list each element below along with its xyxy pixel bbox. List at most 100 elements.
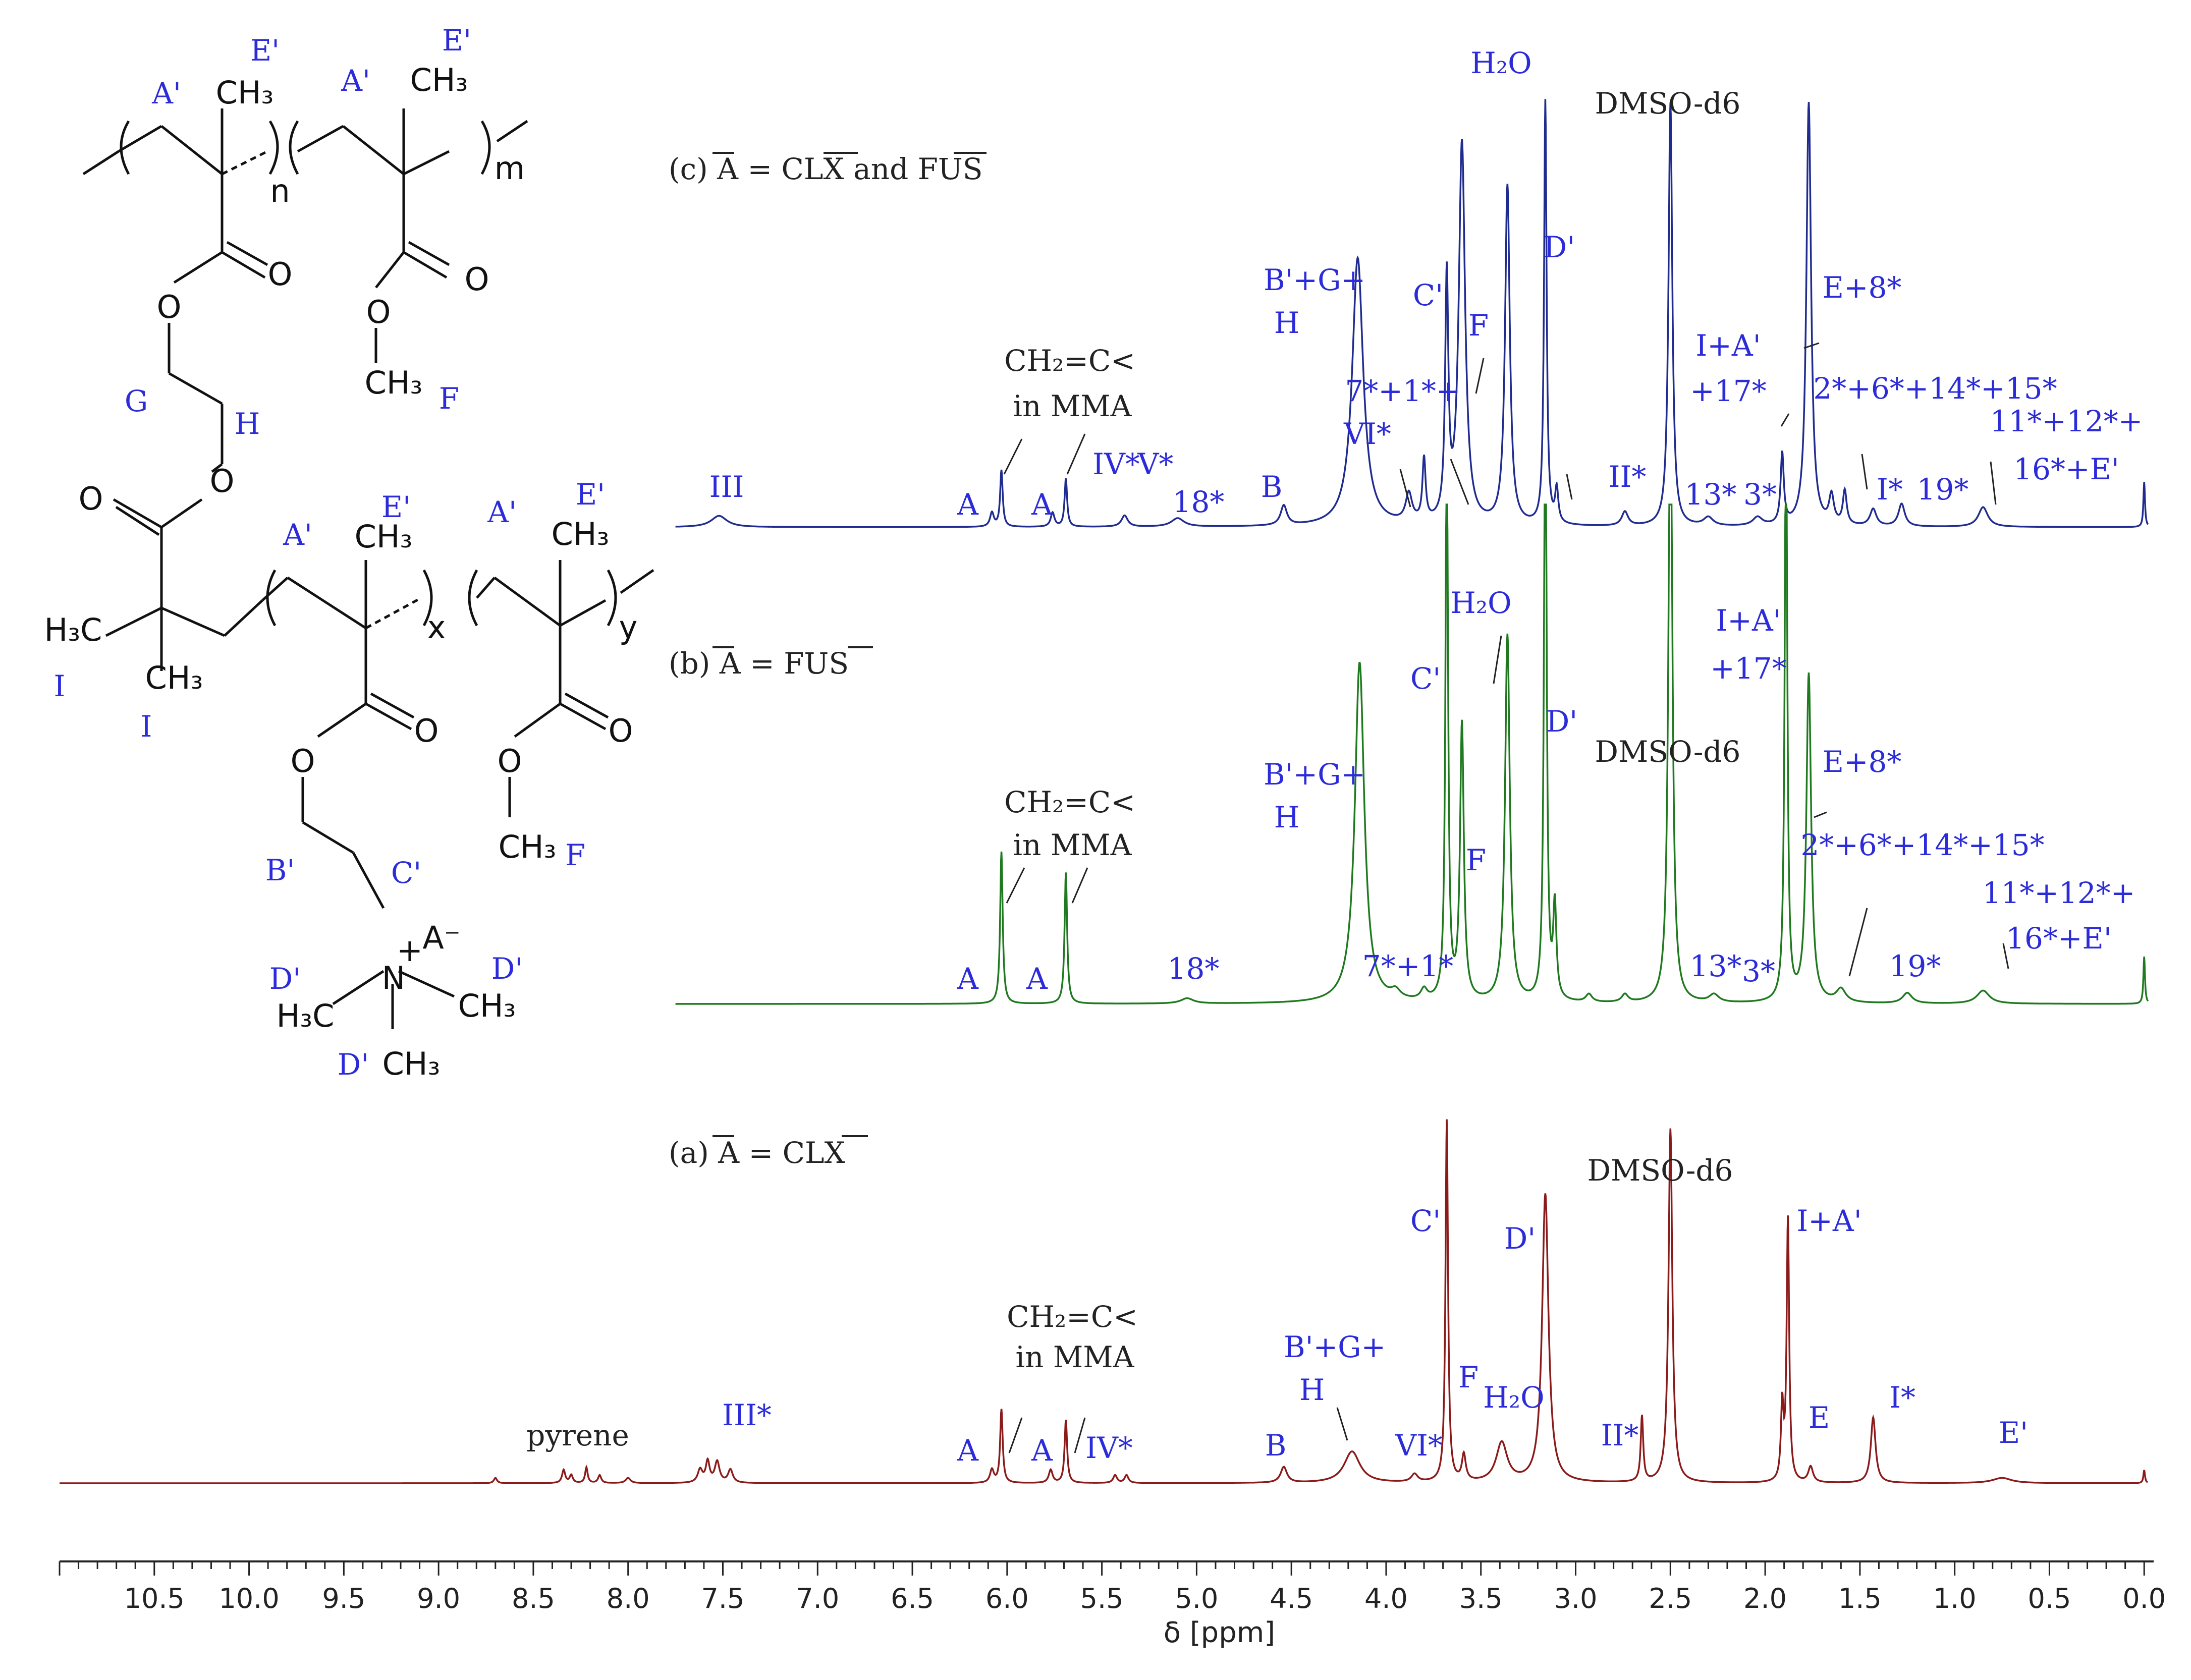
peak-label: A — [1031, 487, 1053, 522]
title-part: (b) A — [669, 646, 741, 681]
leader-line — [1803, 342, 1820, 349]
peak-label: B'+G+ — [1264, 263, 1365, 297]
structure-label: CH₃ — [216, 74, 274, 111]
structure-label: CH₃ — [499, 828, 557, 865]
bond — [332, 970, 385, 1005]
structure-label: CH₃ — [458, 987, 516, 1024]
bond — [514, 702, 561, 738]
peak-label: 7*+1* — [1362, 949, 1453, 983]
bracket — [120, 120, 130, 175]
tick-label: 7.5 — [701, 1583, 745, 1614]
bond — [160, 606, 226, 637]
peak-label: B'+G+ — [1264, 757, 1365, 792]
title-part: = CLX — [738, 152, 844, 186]
structure-label: E' — [576, 477, 605, 512]
structure-label: O — [210, 463, 235, 499]
structure-label: H₃C — [277, 997, 335, 1034]
tick-label: 8.0 — [607, 1583, 650, 1614]
peak-label: in MMA — [1015, 1340, 1134, 1374]
title-part: and FUS — [844, 152, 983, 186]
peak-b-4 — [1395, 995, 1396, 996]
bond — [476, 577, 496, 599]
peak-label: 11*+12*+ — [1990, 404, 2143, 438]
bond — [224, 599, 263, 637]
polymer-structure — [82, 108, 654, 1029]
structure-label: H₃C — [44, 611, 102, 648]
peak-label: 2*+6*+14*+15* — [1813, 371, 2057, 406]
bracket — [607, 569, 617, 627]
structure-label: O — [157, 289, 182, 325]
structure-label: F — [565, 838, 585, 872]
structure-label: D' — [269, 962, 301, 996]
leader-line — [1450, 459, 1469, 505]
peak-label: 16*+E' — [2013, 452, 2119, 486]
structure-label: C' — [391, 856, 421, 890]
peak-label: 16*+E' — [2006, 921, 2112, 956]
peak-label: F — [1458, 1360, 1478, 1394]
peak-label: CH₂=C< — [1007, 1300, 1138, 1334]
tick-label: 2.5 — [1649, 1583, 1692, 1614]
bond — [620, 569, 654, 594]
tick-label: 3.5 — [1459, 1583, 1503, 1614]
peak-label: DMSO-d6 — [1587, 1153, 1733, 1188]
peak-b-5 — [1423, 993, 1425, 994]
peak-label: D' — [1546, 704, 1577, 739]
bracket — [468, 569, 478, 627]
peak-label: pyrene — [526, 1418, 629, 1452]
structure-label: CH₃ — [365, 364, 423, 401]
leader-line — [1003, 438, 1023, 475]
structure-label: O — [414, 712, 439, 749]
spectrum-title-b: (b) A = FUS — [669, 646, 849, 681]
peak-label: A — [957, 962, 979, 996]
bond — [221, 150, 268, 176]
peak-label: A — [957, 1433, 979, 1468]
peak-label: H₂O — [1450, 586, 1511, 620]
leader-line — [1990, 461, 1997, 505]
spectrum-c: (c) A = CLX and FUS — [669, 99, 2149, 528]
structure-label: A' — [487, 495, 517, 529]
title-part: (a) A — [669, 1136, 740, 1170]
peak-c-16 — [1624, 513, 1625, 514]
peak-label: E+8* — [1823, 745, 1902, 779]
bond — [564, 692, 609, 719]
structure-label: B' — [265, 853, 295, 887]
bond — [173, 251, 223, 284]
title-part: = FUS — [741, 646, 849, 681]
leader-line — [1848, 908, 1868, 977]
bond — [168, 372, 223, 405]
peak-label: A — [957, 487, 979, 522]
tick-label: 6.5 — [891, 1583, 934, 1614]
bond — [118, 125, 162, 153]
leader-line — [1780, 413, 1790, 427]
bond — [226, 241, 268, 266]
spectrum-title-a: (a) A = CLX — [669, 1136, 846, 1170]
leader-line — [1814, 811, 1827, 818]
leader-line — [1008, 1417, 1023, 1453]
peak-label: I+A' — [1796, 1204, 1861, 1238]
spectrum-trace-b — [675, 503, 2149, 1005]
peak-label: III — [709, 470, 744, 504]
structure-label: O — [291, 743, 315, 779]
bond — [261, 577, 289, 601]
peak-label: E' — [1999, 1416, 2028, 1450]
structure-label: A⁻ — [422, 919, 460, 956]
bond — [211, 463, 223, 473]
tick-label: 5.5 — [1080, 1583, 1124, 1614]
peak-label: H — [1299, 1373, 1325, 1407]
bond — [352, 852, 385, 909]
peak-label: I* — [1877, 472, 1903, 507]
bracket — [289, 120, 299, 175]
tick-label: 4.5 — [1270, 1583, 1313, 1614]
structure-label: O — [268, 256, 293, 293]
peak-label: F — [1468, 308, 1489, 343]
bond — [221, 251, 266, 279]
spectrum-trace-c — [675, 99, 2149, 528]
peak-label: DMSO-d6 — [1595, 86, 1741, 121]
structure-label: m — [495, 150, 525, 187]
tick-label: 8.5 — [512, 1583, 555, 1614]
peak-b-11 — [1589, 995, 1590, 996]
peak-a-21 — [1501, 1443, 1502, 1444]
